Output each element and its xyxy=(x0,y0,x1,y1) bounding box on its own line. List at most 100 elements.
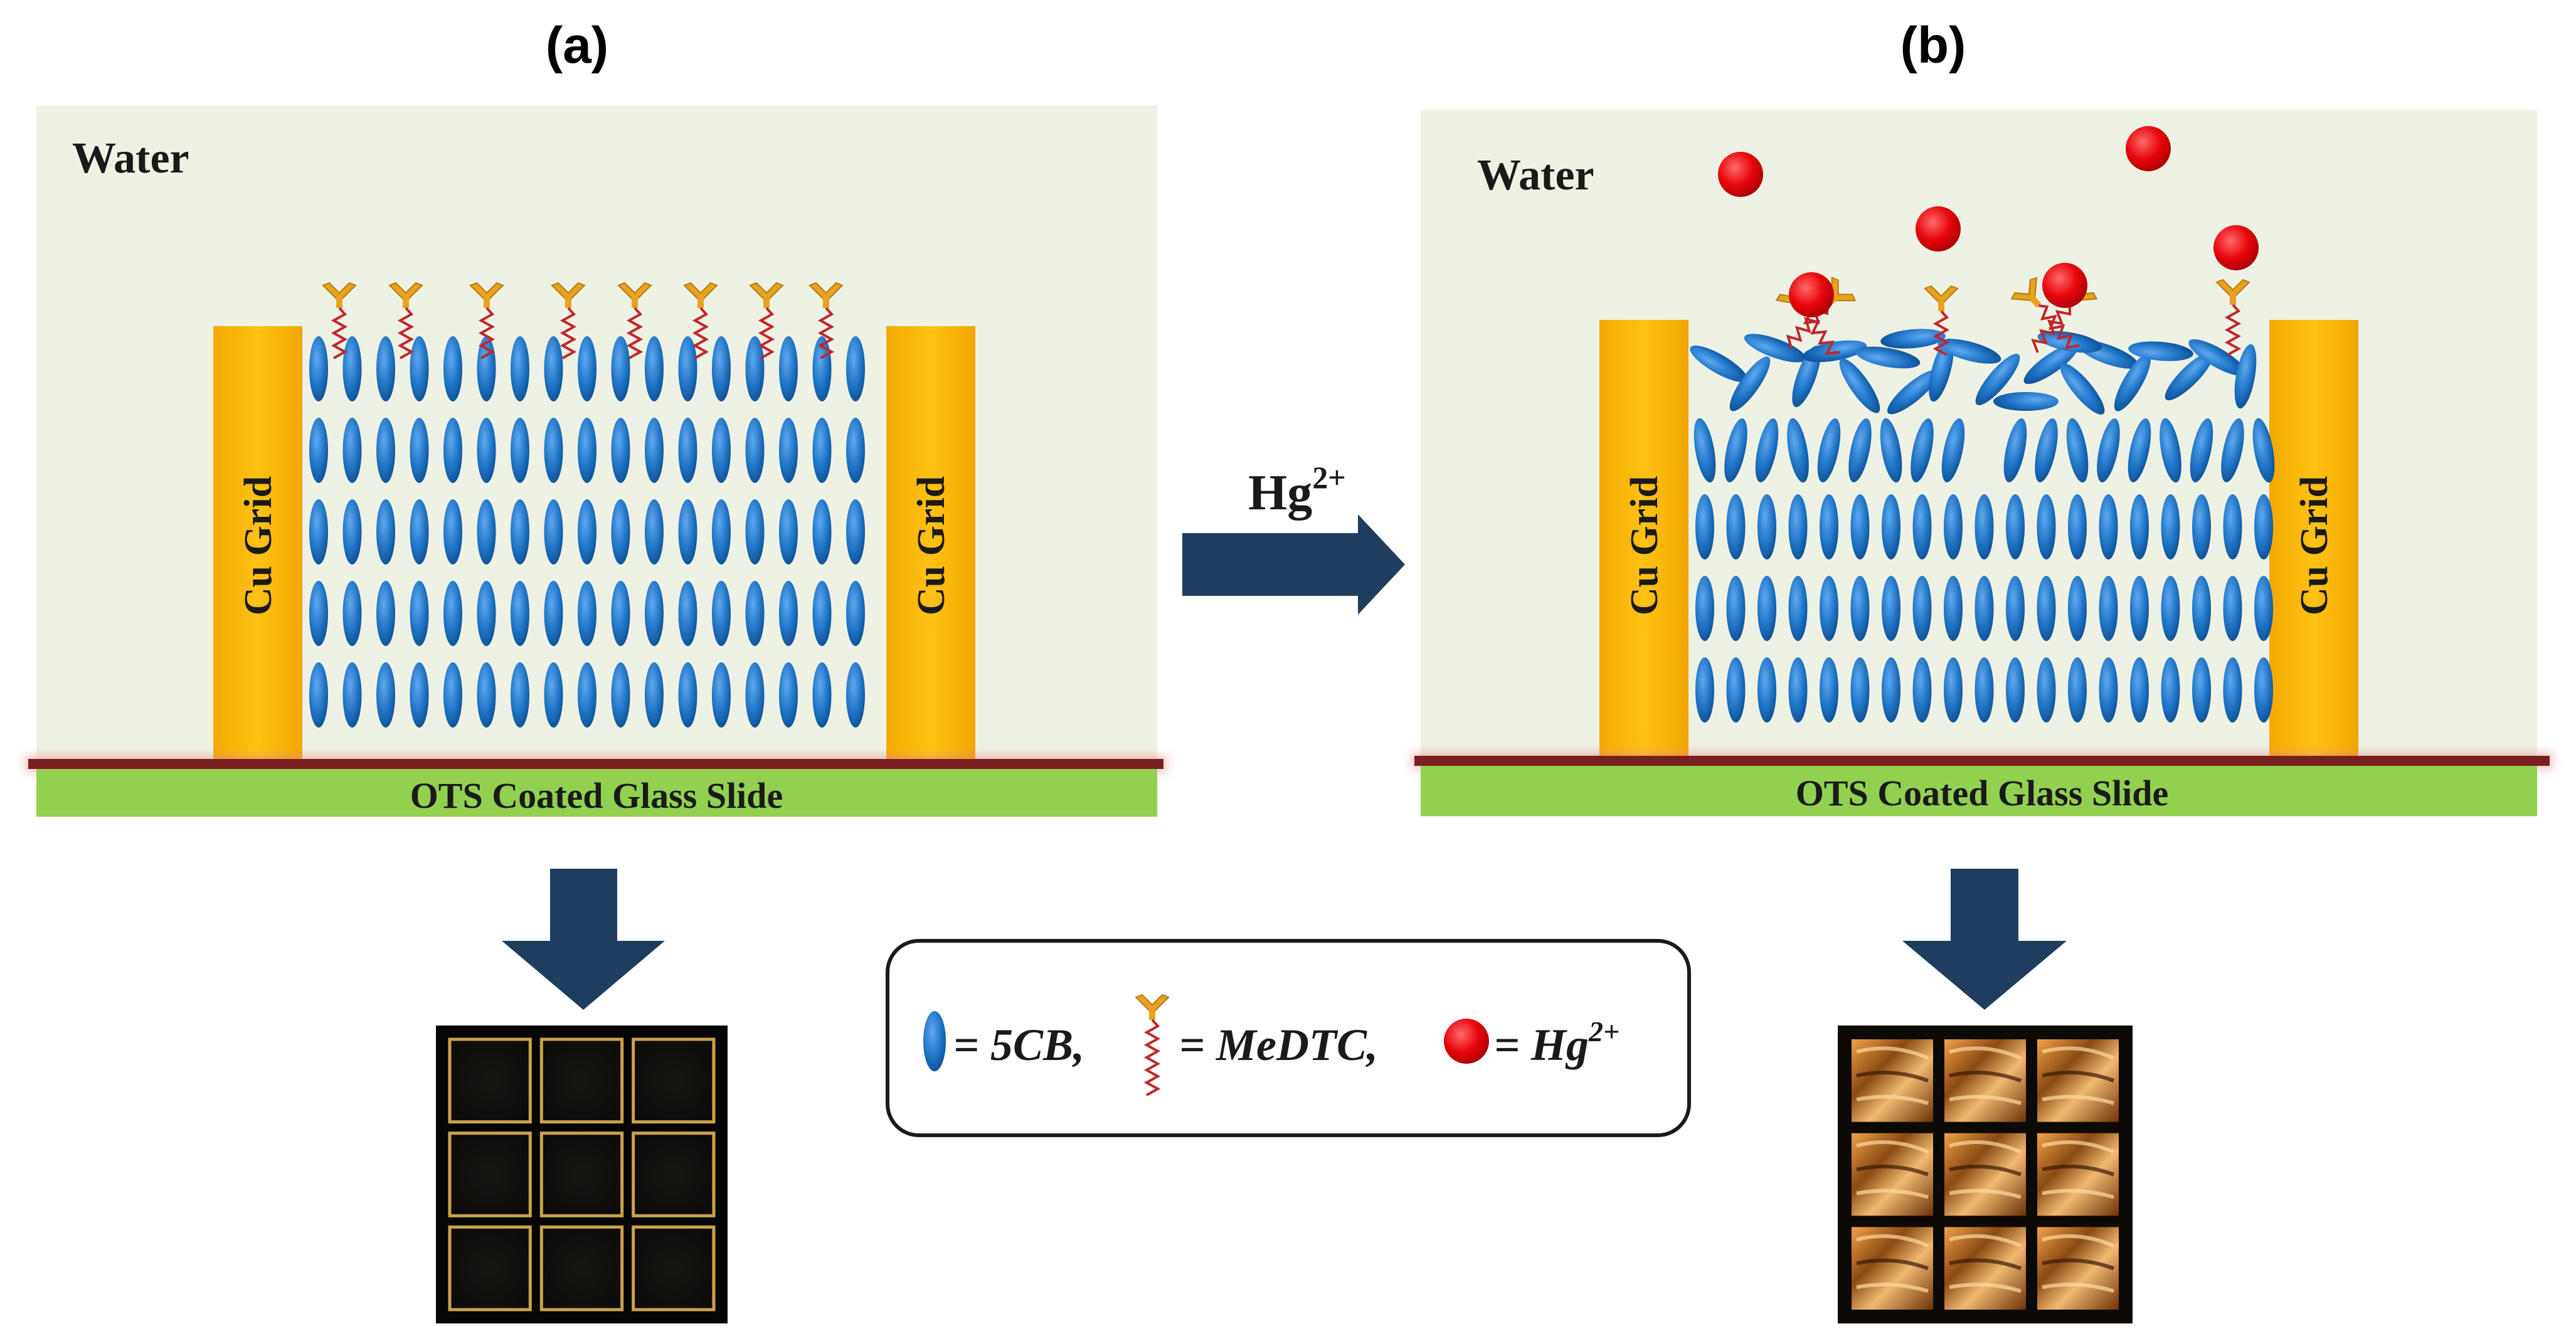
lc-molecule xyxy=(2130,657,2149,723)
panel-b-label: (b) xyxy=(1900,17,1966,74)
legend-box xyxy=(886,939,1691,1137)
lc-molecule xyxy=(1726,494,1746,559)
lc-molecule xyxy=(1788,576,1808,641)
lc-molecule xyxy=(1944,576,1963,641)
lc-molecule xyxy=(779,581,798,646)
glass-slide-label-a: OTS Coated Glass Slide xyxy=(410,775,783,816)
birefringence-texture xyxy=(1856,1095,1929,1105)
ligand-molecule xyxy=(683,282,718,359)
ligand-molecule xyxy=(617,282,652,359)
lc-molecule xyxy=(846,499,865,564)
lc-molecule xyxy=(443,336,462,401)
ligand-tail xyxy=(397,307,415,359)
birefringence-texture xyxy=(1949,1283,2022,1293)
lc-molecule xyxy=(712,662,731,728)
lc-molecule xyxy=(1880,329,1946,349)
panel-a-label: (a) xyxy=(546,17,608,74)
lc-molecule xyxy=(342,662,362,728)
lc-molecule xyxy=(578,499,596,564)
lc-molecule xyxy=(2060,363,2105,415)
birefringence-texture xyxy=(1949,1046,2022,1060)
lc-molecule xyxy=(410,581,429,646)
cu-grid-right-label-a: Cu Grid xyxy=(910,476,953,615)
lc-molecule xyxy=(1850,576,1870,641)
glass-slide-label-b: OTS Coated Glass Slide xyxy=(1796,773,2169,814)
ligand-stem xyxy=(632,298,638,308)
lc-molecule xyxy=(1757,494,1776,559)
lc-molecule xyxy=(511,336,529,401)
hg-ion xyxy=(2042,263,2087,308)
lc-molecule xyxy=(812,662,832,728)
cu-grid-right-label-b: Cu Grid xyxy=(2293,476,2336,615)
lc-molecule xyxy=(410,336,429,401)
ligand-tail xyxy=(331,307,348,359)
lc-molecule xyxy=(578,581,596,646)
lc-molecule xyxy=(511,418,529,483)
interface-line-b xyxy=(1414,756,2550,766)
lc-molecule xyxy=(410,662,429,728)
lc-molecule xyxy=(1912,576,1932,641)
lc-molecule xyxy=(342,418,362,483)
lc-molecule xyxy=(376,581,395,646)
lc-molecule xyxy=(745,336,765,401)
lc-molecule xyxy=(376,662,395,728)
lc-molecule xyxy=(1820,494,1838,559)
lc-molecule xyxy=(846,581,865,646)
lc-molecule xyxy=(2035,418,2058,482)
lc-molecule xyxy=(1912,657,1932,723)
lc-molecule xyxy=(443,581,462,646)
lc-molecule xyxy=(376,418,395,483)
lc-molecule xyxy=(1757,576,1776,641)
lc-molecule xyxy=(678,336,697,401)
lc-molecule xyxy=(1993,392,2059,411)
lc-molecule xyxy=(2234,344,2257,409)
lc-molecule xyxy=(1788,494,1808,559)
lc-molecule xyxy=(2130,576,2149,641)
lc-molecule xyxy=(1755,418,1779,482)
lc-molecule xyxy=(678,662,697,728)
lc-molecule xyxy=(1974,657,1994,723)
lc-molecule xyxy=(410,499,429,564)
lc-molecule xyxy=(1882,576,1900,641)
birefringence-texture xyxy=(1856,1046,1929,1060)
ligand-molecule xyxy=(551,282,586,359)
hg-ion xyxy=(1789,272,1834,317)
birefringence-texture xyxy=(2042,1071,2115,1083)
lc-molecule xyxy=(1882,657,1900,723)
lc-molecule xyxy=(2128,341,2193,361)
ligand-tail xyxy=(626,307,644,359)
lc-molecule xyxy=(2114,354,2151,411)
ligand-stem xyxy=(336,298,342,308)
lc-molecule xyxy=(645,662,664,728)
legend-5cb-label: = 5CB, xyxy=(953,1020,1084,1070)
hg-ion xyxy=(2213,225,2259,270)
micrograph-cell xyxy=(539,1037,624,1124)
ligand-tail xyxy=(559,307,577,359)
lc-molecule xyxy=(645,418,664,483)
lc-molecule xyxy=(1820,576,1838,641)
lc-molecule xyxy=(712,581,731,646)
lc-molecule xyxy=(2128,418,2151,482)
birefringence-texture xyxy=(1856,1283,1929,1293)
hg-ion xyxy=(1718,152,1763,197)
birefringence-texture xyxy=(2042,1046,2115,1060)
lc-molecule xyxy=(443,499,462,564)
lc-molecule xyxy=(2068,576,2087,641)
lc-molecule xyxy=(1944,657,1963,723)
lc-molecule xyxy=(2223,657,2242,723)
lc-molecule xyxy=(1911,418,1934,482)
birefringence-texture xyxy=(1949,1071,2022,1083)
lc-molecule xyxy=(779,336,798,401)
lc-molecule xyxy=(1695,494,1714,559)
micrograph-cell xyxy=(539,1225,624,1312)
lc-molecule xyxy=(712,499,731,564)
water-label-a: Water xyxy=(72,134,189,183)
ligand-molecule xyxy=(808,282,844,359)
birefringence-texture xyxy=(1856,1071,1929,1083)
legend-medtc-label: = MeDTC, xyxy=(1179,1020,1378,1070)
panel-b: (b) Water Cu Grid Cu Grid OTS Coated Gla… xyxy=(1411,17,2553,1323)
ligand-stem xyxy=(763,298,770,308)
ligand-tail xyxy=(1143,1019,1161,1096)
birefringence-texture xyxy=(2042,1189,2114,1199)
ligand-stem xyxy=(2230,295,2236,305)
